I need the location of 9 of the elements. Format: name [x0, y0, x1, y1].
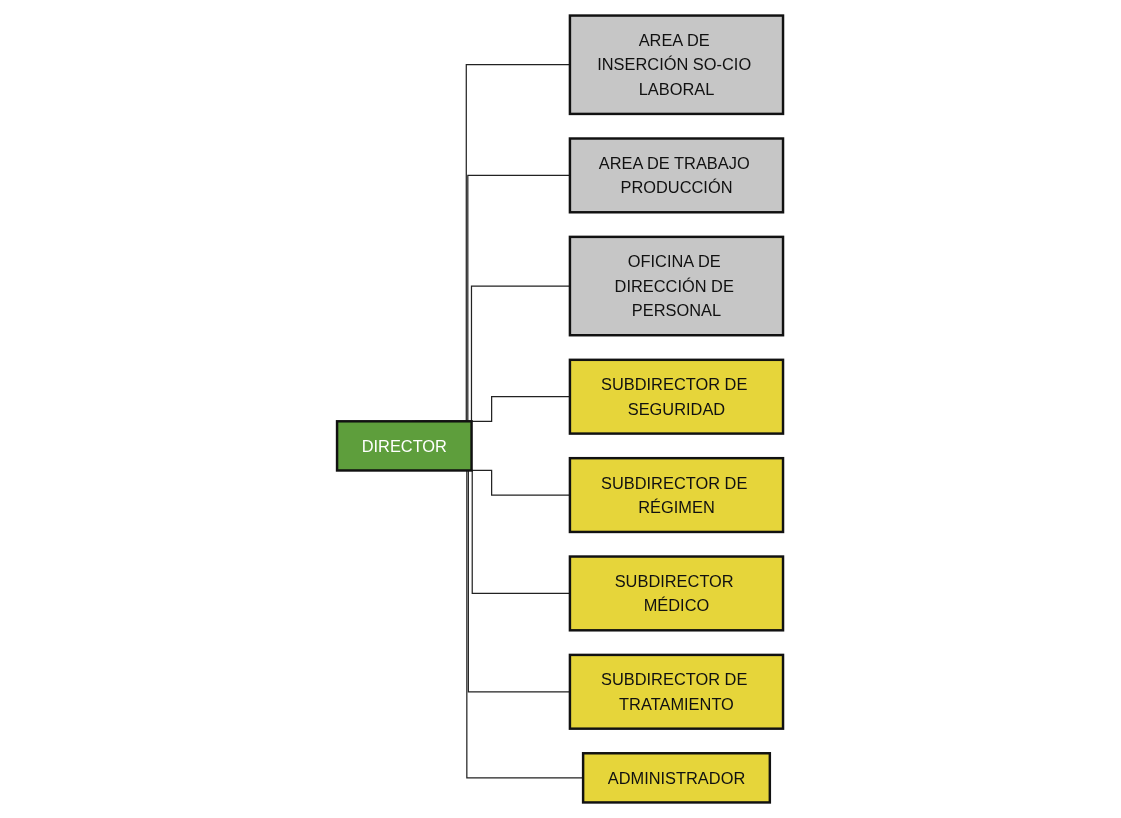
node-box: OFICINA DE DIRECCIÓN DE PERSONAL: [569, 235, 785, 337]
node-box: AREA DE INSERCIÓN SO-CIO LABORAL: [569, 14, 785, 116]
node-box: SUBDIRECTOR DE TRATAMIENTO: [569, 653, 785, 730]
node-box: SUBDIRECTOR DE RÉGIMEN: [569, 456, 785, 534]
node-box: DIRECTOR: [336, 420, 474, 472]
node-box: SUBDIRECTOR DE SEGURIDAD: [569, 358, 785, 435]
node-box: ADMINISTRADOR: [582, 752, 772, 804]
node-box: SUBDIRECTOR MÉDICO: [569, 555, 785, 632]
node-box: AREA DE TRABAJO PRODUCCIÓN: [569, 137, 785, 214]
